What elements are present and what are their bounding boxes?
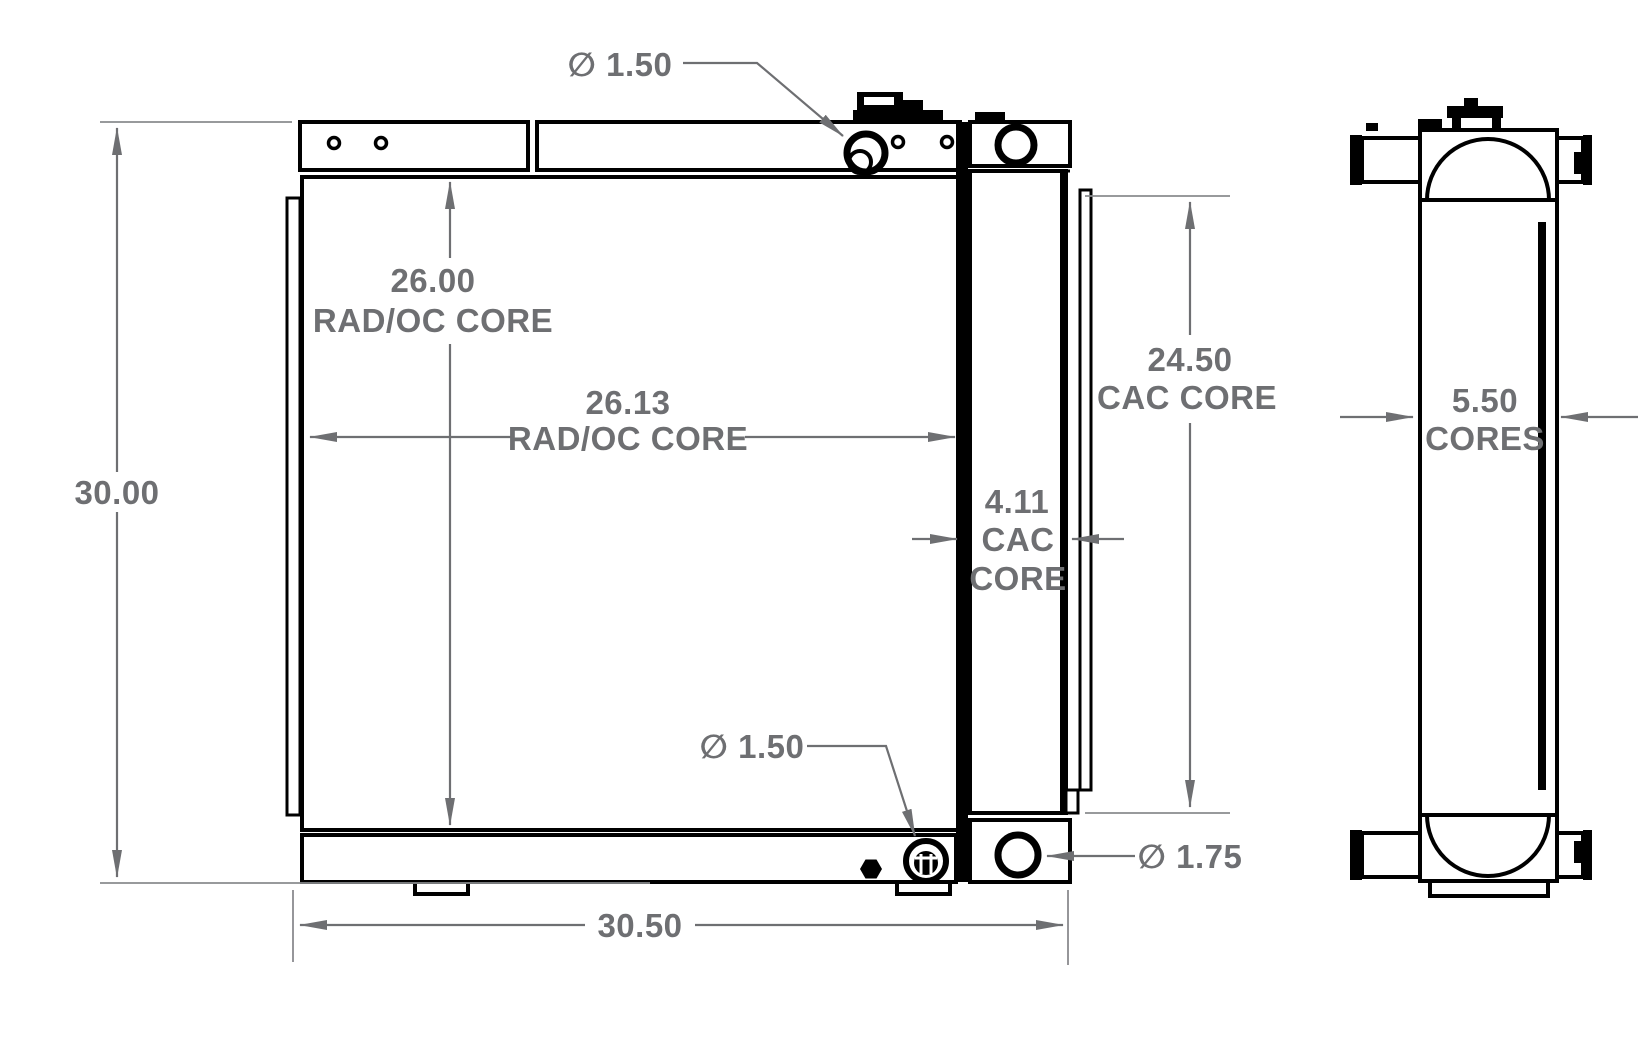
radiator-core: [300, 175, 964, 832]
side-bottom-left-bracket: [1360, 831, 1422, 879]
dim-overall-height: 30.00: [74, 121, 650, 884]
top-tank-hole: [326, 135, 342, 151]
cac-inlet-circle: [994, 123, 1038, 167]
dim-cac-core-width-label2: CORE: [969, 560, 1066, 597]
dim-rad-core-height: 26.00 RAD/OC CORE: [313, 181, 553, 826]
dim-core-depth: 5.50 CORES: [1340, 382, 1638, 457]
drain-plug-slit: [919, 854, 923, 874]
cac-tank-top-tab: [975, 112, 1005, 122]
cap-base-bar: [853, 110, 943, 123]
hex-drain-bolt: [860, 859, 882, 879]
side-tank-fitting: [1418, 119, 1442, 132]
drain-plug: [903, 838, 949, 884]
cac-core-column: [968, 169, 1068, 815]
cac-step-detail: [1064, 788, 1080, 815]
dim-cac-core-width-value: 4.11: [985, 483, 1049, 520]
top-tank-hole: [939, 134, 955, 150]
side-top-right-bracket-face: [1583, 135, 1592, 185]
dim-cac-core-height: 24.50 CAC CORE: [1085, 195, 1277, 814]
top-inlet-circle: [843, 130, 889, 176]
dim-rad-core-width-label: RAD/OC CORE: [508, 420, 748, 457]
side-bottom-right-nub: [1574, 841, 1584, 863]
dim-cac-core-height-label: CAC CORE: [1097, 379, 1277, 416]
cac-assembly: [968, 120, 1093, 884]
bottom-tank: [300, 833, 958, 884]
leader-line: [807, 744, 917, 837]
side-bottom-tank: [1418, 813, 1559, 883]
side-body: [1418, 198, 1559, 817]
side-top-left-bracket-face: [1350, 135, 1362, 185]
dim-cac-core-width-label1: CAC: [982, 521, 1055, 558]
side-cap-top: [1464, 98, 1478, 106]
leader-line: [683, 61, 844, 137]
dim-bottom-drain-value: ∅ 1.50: [700, 728, 805, 765]
left-side-channel: [285, 196, 302, 817]
dim-rad-core-height-label: RAD/OC CORE: [313, 302, 553, 339]
dim-rad-core-height-value: 26.00: [390, 262, 475, 299]
cap-step: [903, 100, 923, 111]
side-top-right-nub: [1574, 152, 1584, 174]
cac-side-strip: [1078, 188, 1093, 792]
dim-overall-height-value: 30.00: [74, 474, 159, 511]
side-channel-edge: [1538, 222, 1546, 790]
cap-window: [864, 97, 894, 105]
dim-cac-core-width: 4.11 CAC CORE: [912, 483, 1124, 597]
front-view: [285, 92, 1093, 896]
drain-plug-slit: [915, 856, 937, 860]
side-cap-post: [1452, 118, 1461, 131]
filler-cap-assembly: [853, 92, 1005, 123]
cac-outlet-circle: [994, 831, 1042, 879]
dim-cac-core-height-value: 24.50: [1147, 341, 1232, 378]
side-bottom-left-bracket-face: [1350, 830, 1362, 880]
dim-overall-width: 30.50: [292, 890, 1069, 965]
side-bracket-nub: [1366, 123, 1378, 131]
top-tank-hole: [373, 135, 389, 151]
dim-cac-outlet-value: ∅ 1.75: [1138, 838, 1243, 875]
side-filler-cap: [1366, 98, 1503, 132]
drain-plug-core: [914, 851, 938, 875]
side-bottom-tab: [1428, 879, 1550, 898]
dim-overall-width-value: 30.50: [597, 907, 682, 944]
dim-core-depth-label: CORES: [1425, 420, 1545, 457]
side-bottom-dome: [1425, 814, 1551, 878]
top-tank-hole: [890, 134, 906, 150]
dim-core-depth-value: 5.50: [1452, 382, 1518, 419]
bottom-mount-tab: [413, 880, 470, 896]
core-cac-divider: [956, 122, 968, 882]
dim-top-inlet: ∅ 1.50: [568, 46, 844, 137]
top-tank-right-section: [535, 120, 962, 172]
side-bottom-right-bracket-face: [1583, 830, 1592, 880]
dim-rad-core-width-value: 26.13: [585, 384, 670, 421]
dim-rad-core-width: 26.13 RAD/OC CORE: [309, 384, 956, 457]
cac-column-right-edge: [1060, 171, 1068, 813]
side-cap-post: [1492, 118, 1501, 131]
dim-bottom-drain: ∅ 1.50: [700, 728, 917, 837]
dim-top-inlet-value: ∅ 1.50: [568, 46, 673, 83]
side-top-left-bracket: [1360, 136, 1422, 184]
side-top-dome: [1425, 137, 1551, 201]
side-view: [1350, 98, 1592, 898]
side-cap-bar: [1447, 106, 1503, 118]
dim-cac-outlet: ∅ 1.75: [1046, 838, 1243, 875]
drain-plug-slit: [929, 854, 933, 874]
